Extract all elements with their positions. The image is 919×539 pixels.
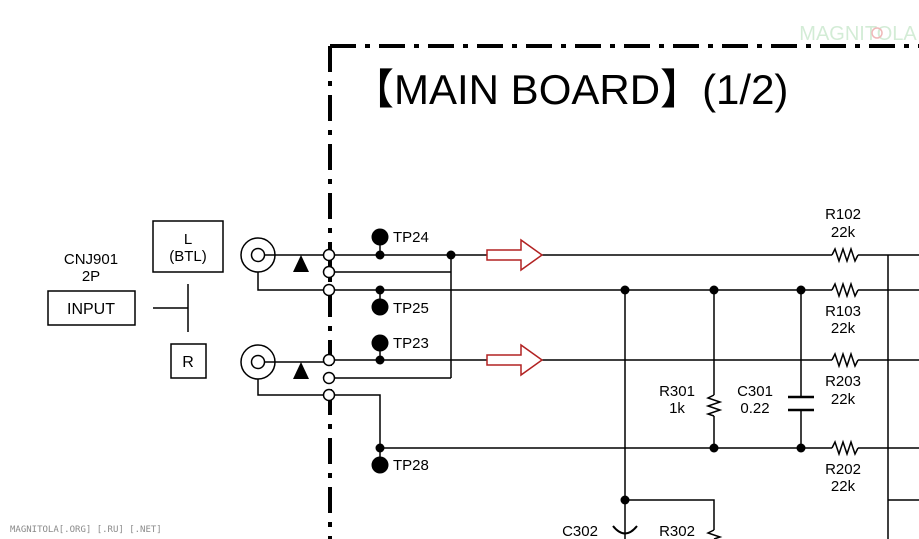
test-point-tp25-label: TP25	[393, 300, 429, 317]
switch-right-box	[170, 343, 207, 379]
junction-dot	[375, 443, 385, 453]
resistor-r103	[831, 281, 859, 299]
junction-dot	[375, 355, 385, 365]
input-box	[47, 290, 136, 326]
svg-text:MAGNITOLA: MAGNITOLA	[799, 23, 917, 45]
resistor-r301	[705, 394, 723, 417]
pin-open-4	[322, 353, 336, 367]
switch-left-label: L	[184, 231, 192, 248]
pin-open-3	[322, 283, 336, 297]
pin-open-1	[322, 248, 336, 262]
r302-ref: R302	[659, 523, 695, 539]
r301-ref: R301	[659, 383, 695, 400]
signal-arrow-upper	[486, 238, 544, 272]
input-label: INPUT	[67, 301, 115, 318]
junction-dot	[375, 285, 385, 295]
resistor-r302	[706, 529, 723, 539]
connector-pins: 2P	[82, 268, 100, 285]
footer-watermark: MAGNITOLA[.ORG] [.RU] [.NET]	[10, 525, 162, 535]
jack-upper-marker	[293, 255, 309, 272]
signal-arrow-lower	[486, 343, 544, 377]
resistor-r203	[831, 351, 859, 369]
junction-dot	[709, 443, 719, 453]
test-point-tp28-label: TP28	[393, 457, 429, 474]
junctions	[375, 250, 806, 505]
junction-dot	[620, 495, 630, 505]
test-point-tp28	[371, 456, 389, 474]
junction-dot	[796, 285, 806, 295]
connector-ref: CNJ901	[64, 251, 118, 268]
pin-open-2	[322, 265, 336, 279]
r202-ref: R202	[825, 461, 861, 478]
r102-ref: R102	[825, 206, 861, 223]
junction-dot	[709, 285, 719, 295]
c302-ref: C302	[562, 523, 598, 539]
logo-watermark: MAGNITOLA	[799, 23, 917, 45]
junction-dot	[796, 443, 806, 453]
junction-dot	[375, 250, 385, 260]
c301-ref: C301	[737, 383, 773, 400]
test-point-tp23	[371, 334, 389, 352]
test-point-tp25	[371, 298, 389, 316]
r203-ref: R203	[825, 373, 861, 390]
junction-dot	[446, 250, 456, 260]
r301-value: 1k	[669, 400, 685, 417]
pin-open-5	[322, 371, 336, 385]
junction-dot	[620, 285, 630, 295]
r103-value: 22k	[831, 320, 856, 337]
wires	[257, 237, 919, 539]
switch-left-sublabel: (BTL)	[169, 248, 207, 265]
jack-lower-marker	[293, 362, 309, 379]
switch-right-label: R	[182, 354, 194, 371]
resistor-r102	[831, 246, 859, 264]
r102-value: 22k	[831, 224, 856, 241]
switch-left-box	[152, 220, 224, 273]
switch-lines	[153, 284, 189, 332]
c301-value: 0.22	[740, 400, 769, 417]
test-point-tp24	[371, 228, 389, 246]
test-point-tp23-label: TP23	[393, 335, 429, 352]
capacitor-c302	[612, 525, 638, 535]
connector-pins-open	[322, 248, 336, 402]
r203-value: 22k	[831, 391, 856, 408]
board-title: 【MAIN BOARD】(1/2)	[352, 66, 788, 113]
test-point-tp24-label: TP24	[393, 229, 429, 246]
r103-ref: R103	[825, 303, 861, 320]
pin-open-6	[322, 388, 336, 402]
capacitor-c301	[788, 395, 814, 412]
r202-value: 22k	[831, 478, 856, 495]
resistor-r202	[831, 439, 859, 457]
